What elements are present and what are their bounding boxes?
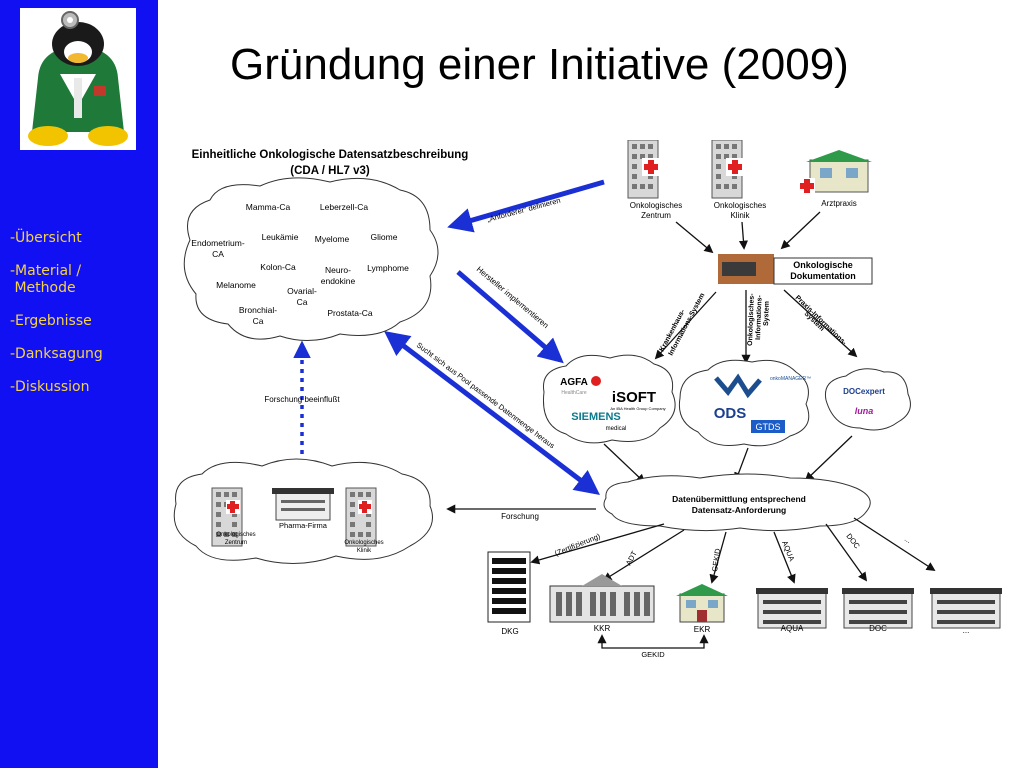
edge-labels: (Zertifizierung) ADT GEKID AQUA DOC ... [553,531,913,572]
target-label: ... [963,626,970,635]
vendor-agfa-sub: HealthCare [561,390,587,396]
tumor-label: Kolon-Ca [260,262,296,272]
hub-label: Datenübermittlung entsprechend [672,494,806,504]
nav-item-uebersicht[interactable]: -Übersicht [10,230,82,246]
target-dkg-icon [487,551,531,623]
sidebar: -Übersicht -Material / Methode -Ergebnis… [0,0,158,768]
source-label: Onkologisches [714,201,766,210]
system-labels: Krankenhaus- Informations-System Onkolog… [659,292,848,357]
documentation-label: Dokumentation [790,271,856,281]
source-label: Klinik [730,211,750,220]
tumor-label: Myelome [315,234,350,244]
research-label: Onkologisches [216,532,255,538]
target-label: DKG [501,627,518,636]
target-label: AQUA [781,624,804,633]
research-label: Klinik [357,548,372,554]
diagram-heading-line2: (CDA / HL7 v3) [290,165,370,177]
target-label: DOC [869,624,887,633]
tumor-label: Lymphome [367,263,409,273]
target-label: KKR [594,624,611,633]
research-label: Pharma-Firma [279,521,328,530]
system-label: Praxis-Informations- [794,294,848,347]
tumor-label: Neuro- [325,265,351,275]
vendor-ods: ODS [714,405,747,422]
source-onkologisches-klinik [711,140,744,199]
tumor-label: Ovarial- [287,286,317,296]
target-kkr-icon [549,574,655,623]
transmission-hub [603,473,871,532]
tumor-label: CA [212,249,224,259]
gtds-badge [751,420,785,433]
nav-item-ergebnisse[interactable]: -Ergebnisse [10,313,92,329]
tumor-labels: Mamma-Ca Leberzell-Ca Endometrium- CA Le… [191,202,409,326]
documentation-box [773,257,873,285]
vendor-docexpert: DOCexpert [843,387,885,396]
vendor-cloud-3 [824,368,911,431]
tumor-label: Gliome [371,232,398,242]
arrow-label-anforderer: „Anforderer“ definieren [486,196,561,224]
agfa-logo-icon [591,376,601,386]
target-ekr-icon [676,584,728,623]
edge-label: DOC [844,532,862,551]
edge-label: GEKID [710,547,722,572]
source-arztpraxis [799,150,872,194]
nav-item-diskussion[interactable]: -Diskussion [10,379,90,395]
nav-menu: -Übersicht -Material / Methode -Ergebnis… [0,230,158,412]
tux-doctor-logo [28,11,128,146]
keyboard-icon [722,262,756,276]
source-onkologisches-zentrum [627,140,660,199]
research-label: Onkologisches [344,540,383,546]
edge-label: AQUA [780,539,796,562]
target-more-icon [929,587,1003,629]
vendor-luna: luna [855,406,874,416]
vendor-cloud-2 [678,359,810,447]
arrow-label-forschung-beeinflusst: Forschung beeinflußt [264,395,340,404]
arrow-label-forschung: Forschung [501,512,539,521]
vendor-siemens: SIEMENS [571,411,621,423]
bottom-link-label: GEKID [641,650,665,659]
system-label: System [763,301,771,326]
onkomanager-logo-icon [714,373,762,399]
nav-item-danksagung[interactable]: -Danksagung [10,346,103,362]
target-doc-icon [841,587,915,629]
logo-image [20,8,136,150]
tumor-label: Prostata-Ca [327,308,373,318]
hub-label: Datensatz-Anforderung [692,505,786,515]
tumor-label: Endometrium- [191,238,245,248]
arrow-label-pool: Sucht sich aus Pool passende Datenmenge … [415,340,557,450]
diagram-heading-line1: Einheitliche Onkologische Datensatzbesch… [192,149,469,161]
documentation-label: Onkologische [793,260,853,270]
vendor-siemens-sub: medical [606,426,627,432]
vendor-gtds: GTDS [755,422,780,432]
tumor-cloud [183,177,439,341]
vendor-isoft: iSOFT [612,389,656,406]
tumor-label: Melanome [216,280,256,290]
source-label: Onkologisches [630,201,682,210]
tumor-label: Leberzell-Ca [320,202,368,212]
tumor-label: Ca [253,316,264,326]
source-label: Arztpraxis [821,199,857,208]
edge-label: ... [903,534,913,545]
edge-label: ADT [624,549,639,567]
process-diagram: Einheitliche Onkologische Datensatzbesch… [173,140,1003,659]
nav-item-material-methode[interactable]: -Material / Methode [10,263,82,296]
tumor-label: Mamma-Ca [246,202,291,212]
vendor-onkomanager: onkoMANAGER™ [770,376,811,382]
target-aqua-icon [755,587,829,629]
pharma-building-icon [272,488,334,521]
system-label: Onkologisches- [747,293,756,346]
tumor-label: Ca [297,297,308,307]
slide-title: Gründung einer Initiative (2009) [230,40,849,89]
tumor-label: Bronchial- [239,305,277,315]
system-label: Informations- [755,294,764,340]
research-label: Zentrum [225,540,247,546]
vendor-agfa: AGFA [560,377,588,388]
tumor-label: Leukämie [262,232,299,242]
source-label: Zentrum [641,211,671,220]
tumor-label: endokine [321,276,356,286]
vendor-isoft-sub: An IBA Health Group Company [610,406,665,411]
target-label: EKR [694,625,711,634]
